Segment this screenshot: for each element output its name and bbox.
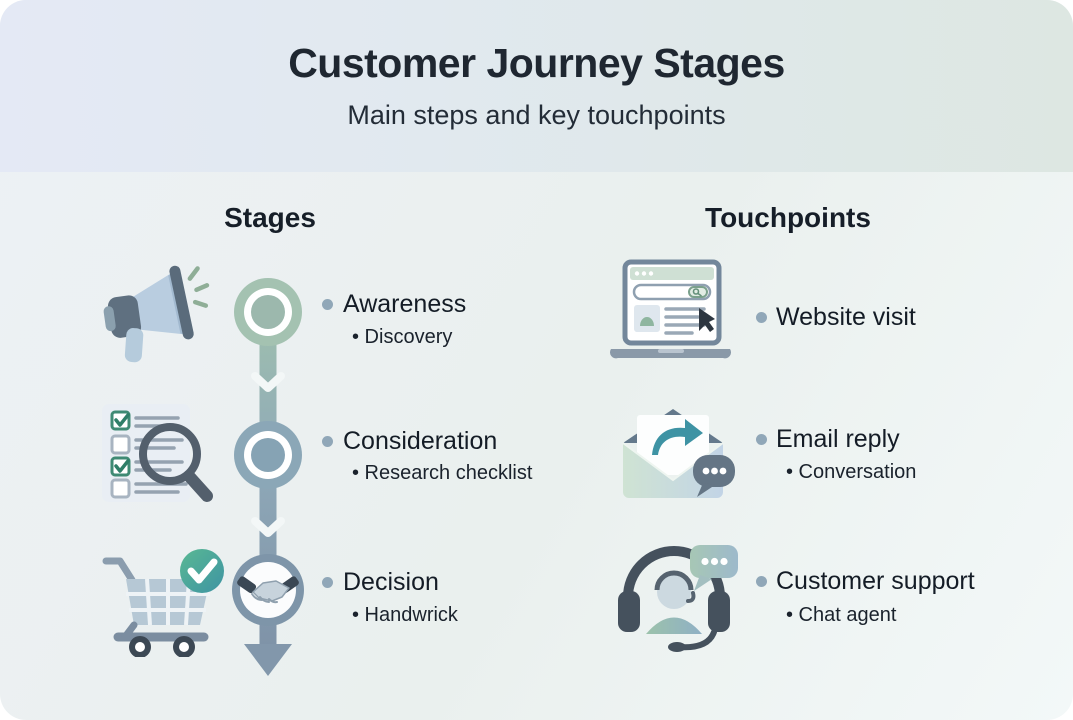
touchpoint-sub-conversation: • Conversation	[786, 461, 917, 483]
touchpoint-label-website-visit: Website visit	[776, 303, 916, 331]
page-subtitle: Main steps and key touchpoints	[347, 100, 726, 130]
touchpoints-column-heading: Touchpoints	[705, 202, 871, 233]
stage-sub-decision: • Handwrick	[352, 604, 458, 626]
touchpoint-sub-chat-agent: • Chat agent	[786, 604, 897, 626]
decision-bullet-dot	[322, 577, 333, 588]
down-arrow-icon	[244, 644, 292, 676]
touchpoint-label-customer-support: Customer support	[776, 567, 975, 595]
support-headset-icon	[610, 533, 742, 653]
laptop-browser-icon	[603, 258, 738, 373]
header-band: Customer Journey Stages Main steps and k…	[0, 0, 1073, 172]
chat-dots-bubble-icon	[690, 545, 738, 591]
stage-sub-consideration: • Research checklist	[352, 462, 533, 484]
stages-column-heading: Stages	[224, 202, 316, 233]
email-reply-bullet-dot	[756, 434, 767, 445]
journey-timeline	[222, 265, 314, 680]
awareness-node-icon	[234, 278, 302, 346]
stage-sub-awareness: • Discovery	[352, 326, 453, 348]
stage-label-consideration: Consideration	[343, 427, 498, 455]
consideration-bullet-dot	[322, 436, 333, 447]
stage-label-decision: Decision	[343, 568, 439, 596]
checklist-magnifier-icon	[90, 398, 225, 513]
megaphone-icon	[92, 262, 217, 374]
consideration-node-icon	[234, 421, 302, 489]
stage-label-awareness: Awareness	[343, 290, 467, 318]
customer-support-bullet-dot	[756, 576, 767, 587]
page-title: Customer Journey Stages	[288, 40, 785, 86]
handshake-node-icon	[232, 554, 304, 626]
website-visit-bullet-dot	[756, 312, 767, 323]
awareness-bullet-dot	[322, 299, 333, 310]
email-reply-icon	[607, 395, 739, 513]
chat-dots-bubble-icon	[693, 455, 735, 497]
touchpoint-label-email-reply: Email reply	[776, 425, 900, 453]
cart-check-icon	[88, 545, 228, 657]
